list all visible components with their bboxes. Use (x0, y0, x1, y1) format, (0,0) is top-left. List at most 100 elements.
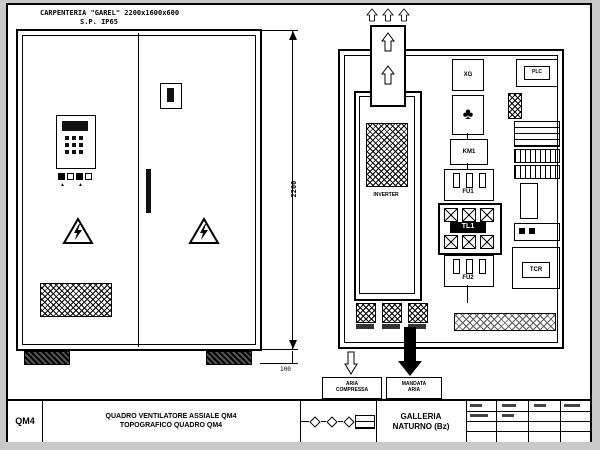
lamp-icon (76, 173, 83, 180)
cabinet-inner-frame (22, 35, 256, 345)
x-terminal-icon (444, 235, 458, 249)
air-outlet-arrow-head-icon (398, 361, 422, 376)
door-handle (146, 169, 151, 213)
motor-symbol: ♣ (452, 95, 484, 135)
inverter-unit: INVERTER (354, 91, 422, 301)
x-terminal-icon (480, 235, 494, 249)
fuse-icon (453, 173, 460, 188)
terminal-label-tag (382, 324, 400, 329)
air-up-arrow-icon (382, 8, 394, 22)
cable-duct-strip (508, 93, 522, 119)
component-tcr: TCR (512, 247, 560, 289)
dim-line (292, 351, 293, 363)
terminal-label-tag (356, 324, 374, 329)
x-terminal-icon (462, 235, 476, 249)
duct-up-arrow-icon (381, 32, 395, 52)
aux-dot (519, 228, 525, 234)
component-km1: KM1 (450, 139, 488, 165)
dim-ext-line (260, 363, 298, 364)
cable-tray (454, 313, 556, 331)
dim-ext-line (260, 30, 298, 31)
component-fu2: FU2 (444, 255, 494, 287)
cabinet-foot (206, 351, 252, 365)
component-xg: XG (452, 59, 484, 91)
selector-icon: ▲ (78, 182, 83, 188)
dim-height-label: 2200 (289, 180, 298, 198)
carpentry-note-line2: S.P. IP65 (80, 18, 118, 26)
air-outlet-arrow-shaft (404, 327, 416, 363)
logo-diamond-icon (309, 415, 321, 428)
air-up-arrow-icon (398, 8, 410, 22)
air-label-left-line2: COMPRESSA (335, 387, 369, 393)
air-label-right: MANDATA ARIA (386, 377, 442, 399)
component-tcr-label: TCR (522, 262, 550, 278)
component-fu2-label: FU2 (462, 275, 474, 281)
drawing-title-line1: QUADRO VENTILATORE ASSIALE QM4 (105, 413, 237, 421)
cabinet-foot (24, 351, 70, 365)
fuse-icon (466, 259, 473, 274)
fuse-icon (479, 173, 486, 188)
component-tl1-label: TL1 (450, 222, 486, 233)
fuse-icon (479, 259, 486, 274)
project-location-line1: GALLERIA (400, 411, 442, 421)
ventilation-grille (40, 283, 112, 317)
air-label-left: ARIA COMPRESSA (322, 377, 382, 399)
fuse-icon (466, 173, 473, 188)
component-plc: PLC (516, 59, 558, 87)
drive-keypad (56, 115, 96, 169)
terminal-strip (514, 165, 560, 179)
inverter-label: INVERTER (373, 192, 399, 198)
air-up-arrow-icon (366, 8, 378, 22)
door-device-glyph (167, 88, 174, 102)
component-tl1: TL1 (438, 203, 502, 255)
air-label-left-line1: ARIA (345, 381, 359, 388)
aux-dot (529, 228, 535, 234)
connector-line (467, 133, 468, 139)
inverter-vent-grille (366, 123, 408, 187)
lamp-icon (58, 173, 65, 180)
panel-code: QM4 (15, 416, 35, 427)
terminal-block (356, 303, 376, 323)
project-location: GALLERIA NATURNO (Bz) (376, 401, 466, 442)
lamp-icon (67, 173, 74, 180)
component-fu1: FU1 (444, 169, 494, 201)
exhaust-duct (370, 25, 406, 107)
company-logo (300, 401, 376, 442)
warning-triangle-icon (188, 217, 220, 244)
aux-component (514, 223, 560, 241)
carpentry-note-line1: CARPENTERIA "GAREL" 2200x1600x600 (40, 9, 180, 17)
dim-plinth-label: 100 (280, 366, 291, 373)
x-terminal-icon (480, 208, 494, 222)
connector-line (467, 285, 468, 303)
drawing-title: QUADRO VENTILATORE ASSIALE QM4 TOPOGRAFI… (42, 401, 300, 442)
component-plc-label: PLC (524, 66, 550, 80)
warning-triangle-icon (62, 217, 94, 244)
door-device (160, 83, 182, 109)
selector-icon: ▲ (60, 182, 65, 188)
enclosure-inner-frame (344, 55, 558, 343)
air-label-right-line1: MANDATA (401, 381, 427, 388)
terminal-label-tag (408, 324, 426, 329)
logo-diamond-icon (326, 415, 338, 428)
air-inlet-down-arrow-icon (344, 351, 358, 375)
logo-text-box (355, 414, 375, 429)
dim-ext-line (260, 349, 298, 350)
dim-line (292, 31, 293, 349)
aux-component (520, 183, 538, 219)
fuse-icon (453, 259, 460, 274)
keypad-display (62, 121, 88, 131)
terminal-rail (514, 121, 560, 147)
air-label-right-line2: ARIA (407, 387, 421, 393)
logo-diamond-icon (343, 415, 355, 428)
x-terminal-icon (462, 208, 476, 222)
duct-up-arrow-icon (381, 65, 395, 85)
keypad-buttons (65, 136, 83, 154)
connector-line (467, 163, 468, 169)
title-block: QM4 QUADRO VENTILATORE ASSIALE QM4 TOPOG… (8, 399, 590, 442)
project-location-line2: NATURNO (Bz) (392, 421, 450, 431)
x-terminal-icon (444, 208, 458, 222)
terminal-block (408, 303, 428, 323)
cabinet-front-view: ▲ ▲ (16, 29, 262, 351)
component-fu1-label: FU1 (462, 189, 474, 195)
dim-arrow-icon (289, 31, 297, 40)
